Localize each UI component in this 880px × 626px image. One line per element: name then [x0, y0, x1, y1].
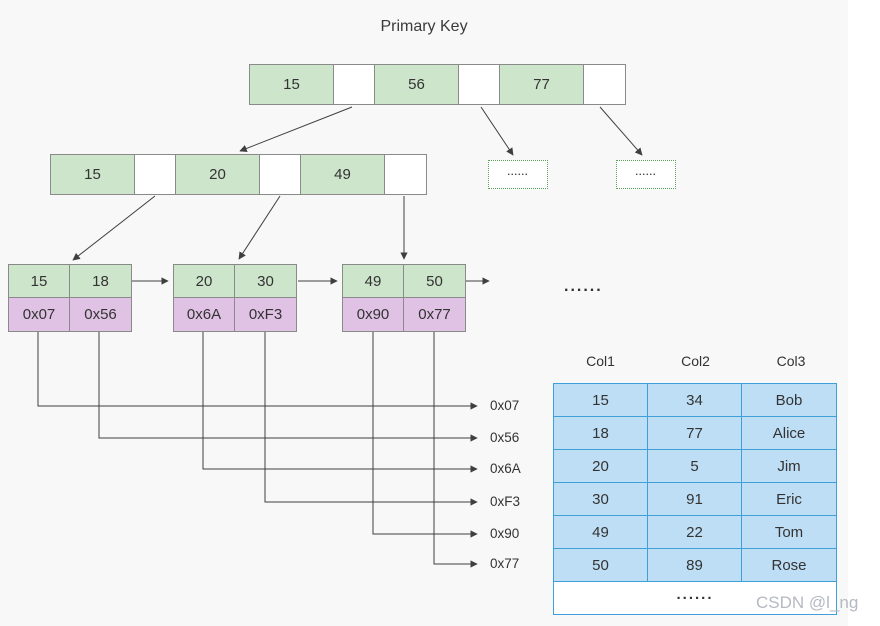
leaf-key-cell: 18	[70, 265, 131, 298]
internal-key-cell: 15	[51, 155, 135, 194]
btree-leaf-node-1: 15 18 0x07 0x56	[8, 264, 132, 332]
table-cell: 89	[647, 548, 742, 582]
address-label: 0x90	[490, 526, 520, 541]
table-ellipsis-row: ......	[553, 581, 837, 615]
table-cell: 91	[647, 482, 742, 516]
table-cell: 77	[647, 416, 742, 450]
table-cell: Alice	[741, 416, 837, 450]
collapsed-node-ellipsis: ......	[507, 166, 529, 177]
table-cell: Rose	[741, 548, 837, 582]
btree-internal-node: 15 20 49	[50, 154, 427, 195]
internal-pointer-cell	[385, 155, 426, 194]
table-cell: Eric	[741, 482, 837, 516]
table-row: 20 5 Jim	[553, 449, 837, 483]
address-label: 0xF3	[490, 494, 521, 509]
collapsed-node-ellipsis: ......	[635, 166, 657, 177]
root-pointer-cell	[584, 65, 625, 104]
table-cell: 49	[553, 515, 648, 549]
table-cell: 34	[647, 383, 742, 417]
root-key-cell: 15	[250, 65, 334, 104]
table-ellipsis-cell: ......	[553, 581, 837, 615]
table-cell: 18	[553, 416, 648, 450]
root-key-cell: 56	[375, 65, 459, 104]
internal-pointer-cell	[260, 155, 301, 194]
leaf-key-cell: 15	[9, 265, 70, 298]
table-row: 30 91 Eric	[553, 482, 837, 516]
internal-key-cell: 20	[176, 155, 260, 194]
column-header: Col3	[776, 353, 806, 369]
leaf-pointer-cell: 0xF3	[235, 298, 296, 331]
address-label: 0x77	[490, 556, 520, 571]
address-label: 0x56	[490, 430, 520, 445]
root-pointer-cell	[334, 65, 375, 104]
root-pointer-cell	[459, 65, 500, 104]
table-cell: 20	[553, 449, 648, 483]
btree-leaf-node-3: 49 50 0x90 0x77	[342, 264, 466, 332]
table-row: 15 34 Bob	[553, 383, 837, 417]
table-cell: 5	[647, 449, 742, 483]
btree-root-node: 15 56 77	[249, 64, 626, 105]
leaf-pointer-cell: 0x6A	[174, 298, 235, 331]
address-label: 0x07	[490, 398, 520, 413]
btree-leaf-node-2: 20 30 0x6A 0xF3	[173, 264, 297, 332]
table-cell: Jim	[741, 449, 837, 483]
table-cell: 30	[553, 482, 648, 516]
leaf-pointer-cell: 0x90	[343, 298, 404, 331]
watermark-text: CSDN @l_ng	[756, 593, 859, 612]
leaf-key-cell: 50	[404, 265, 465, 298]
table-cell: 15	[553, 383, 648, 417]
leaf-key-cell: 30	[235, 265, 296, 298]
table-cell: 50	[553, 548, 648, 582]
collapsed-node: ......	[616, 160, 676, 189]
table-cell: Bob	[741, 383, 837, 417]
column-header: Col1	[586, 353, 615, 369]
row-data-table: 15 34 Bob 18 77 Alice 20 5 Jim 30 91 Eri…	[553, 383, 837, 615]
column-header: Col2	[681, 353, 710, 369]
leaf-pointer-cell: 0x07	[9, 298, 70, 331]
leaf-key-cell: 20	[174, 265, 235, 298]
table-row: 18 77 Alice	[553, 416, 837, 450]
page-title: Primary Key	[380, 18, 468, 35]
table-row: 50 89 Rose	[553, 548, 837, 582]
leaf-key-cell: 49	[343, 265, 404, 298]
address-label: 0x6A	[490, 461, 521, 476]
collapsed-node: ......	[488, 160, 548, 189]
leaf-level-ellipsis: ......	[564, 277, 603, 295]
root-key-cell: 77	[500, 65, 584, 104]
table-cell: 22	[647, 515, 742, 549]
internal-key-cell: 49	[301, 155, 385, 194]
internal-pointer-cell	[135, 155, 176, 194]
leaf-pointer-cell: 0x56	[70, 298, 131, 331]
table-column-headers: Col1 Col2 Col3	[553, 353, 839, 369]
leaf-pointer-cell: 0x77	[404, 298, 465, 331]
table-row: 49 22 Tom	[553, 515, 837, 549]
table-cell: Tom	[741, 515, 837, 549]
